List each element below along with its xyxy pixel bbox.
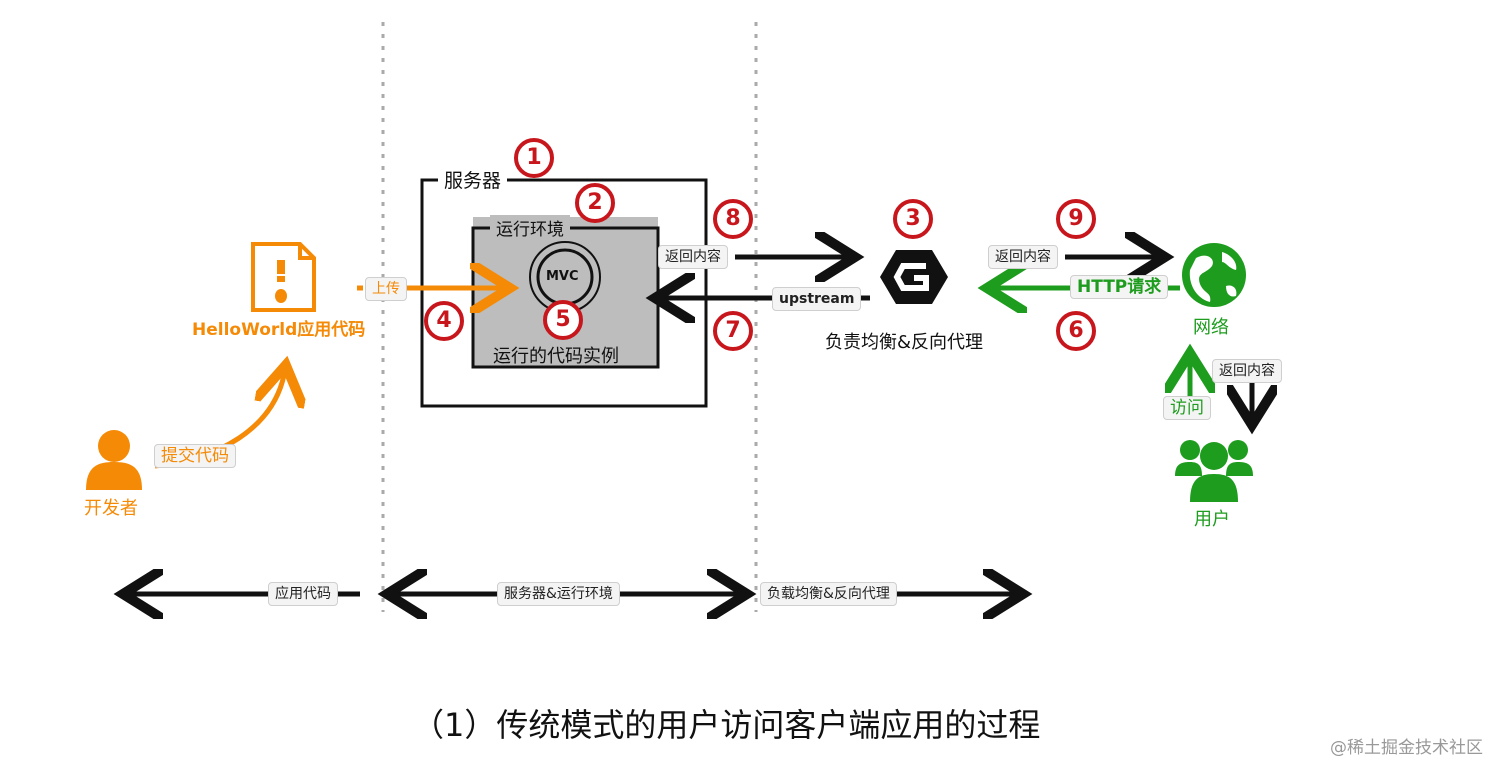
bottom-server-env-tag: 服务器&运行环境 xyxy=(497,582,620,606)
step-5-badge: 5 xyxy=(543,300,583,340)
code-instance-label: 运行的代码实例 xyxy=(493,346,619,367)
bottom-app-code-tag: 应用代码 xyxy=(268,582,338,606)
step-2-badge: 2 xyxy=(575,183,615,223)
load-balancer-icon xyxy=(880,250,948,304)
users-icon xyxy=(1175,440,1253,502)
server-box xyxy=(420,178,708,408)
user-label: 用户 xyxy=(1194,509,1230,530)
step-6-badge: 6 xyxy=(1056,311,1096,351)
globe-icon xyxy=(1182,243,1246,307)
runtime-env-label: 运行环境 xyxy=(490,215,570,240)
bottom-lb-proxy-tag: 负载均衡&反向代理 xyxy=(760,582,897,606)
app-code-label: HelloWorld应用代码 xyxy=(192,320,366,340)
developer-icon xyxy=(86,430,142,490)
server-label: 服务器 xyxy=(438,166,508,193)
network-label: 网络 xyxy=(1193,317,1229,338)
step-9-badge: 9 xyxy=(1056,199,1096,239)
return-content-tag-user: 返回内容 xyxy=(1212,359,1282,383)
upstream-tag: upstream xyxy=(772,287,862,311)
lb-proxy-label: 负责均衡&反向代理 xyxy=(825,332,984,353)
caption: （1）传统模式的用户访问客户端应用的过程 xyxy=(412,706,1041,744)
zip-file-icon xyxy=(251,242,316,312)
watermark: @稀土掘金技术社区 xyxy=(1330,738,1483,758)
step-7-badge: 7 xyxy=(713,311,753,351)
submit-code-tag: 提交代码 xyxy=(154,444,236,468)
return-content-tag-lb: 返回内容 xyxy=(988,245,1058,269)
developer-label: 开发者 xyxy=(84,498,138,519)
http-request-tag: HTTP请求 xyxy=(1070,275,1169,299)
upload-tag: 上传 xyxy=(365,277,407,301)
step-1-badge: 1 xyxy=(514,138,554,178)
step-4-badge: 4 xyxy=(424,301,464,341)
return-content-tag-server: 返回内容 xyxy=(658,245,728,269)
visit-tag: 访问 xyxy=(1163,396,1211,420)
step-3-badge: 3 xyxy=(893,199,933,239)
mvc-label: MVC xyxy=(546,269,579,284)
step-8-badge: 8 xyxy=(713,199,753,239)
